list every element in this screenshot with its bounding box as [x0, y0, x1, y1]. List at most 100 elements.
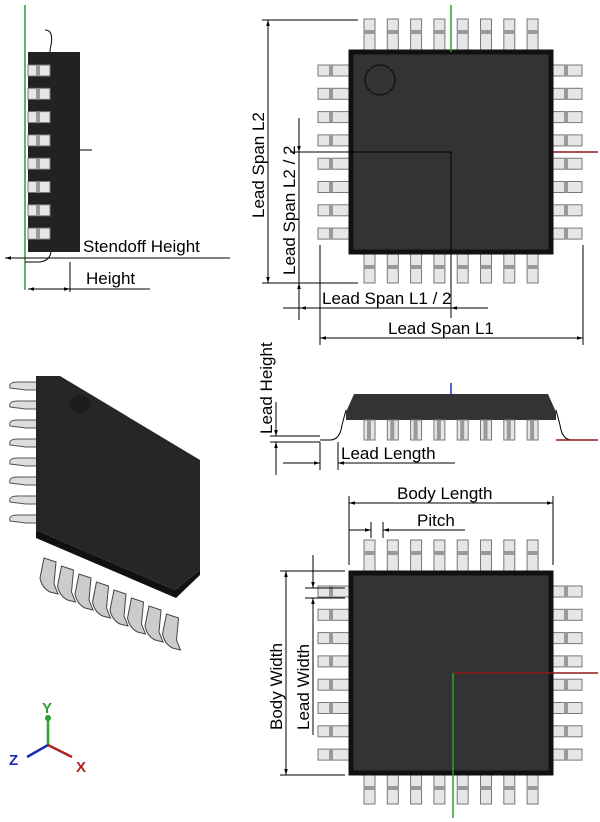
iso-lead-left	[9, 495, 36, 505]
lead-band	[564, 134, 568, 146]
lead-band	[480, 265, 492, 269]
lead-band	[460, 420, 465, 440]
lead-band	[564, 679, 568, 691]
lead-top	[480, 539, 492, 572]
label-lead-span-l1-half: Lead Span L1 / 2	[322, 289, 452, 308]
lead-band	[564, 111, 568, 123]
iso-lead-bottom	[39, 557, 59, 595]
lead-top	[526, 18, 539, 51]
iso-lead-bottom	[56, 565, 77, 603]
iso-lead-left	[9, 419, 36, 429]
lead-left	[317, 748, 350, 761]
axis-label-y: Y	[42, 700, 52, 717]
lead-top	[433, 539, 446, 572]
lead-band	[564, 725, 568, 737]
lead-top	[410, 539, 423, 572]
lead-band	[436, 420, 441, 440]
lead-band	[457, 786, 469, 790]
lead-left	[317, 181, 350, 193]
lead-band	[413, 420, 418, 440]
lead-band	[329, 228, 333, 240]
lead-band	[457, 551, 469, 555]
z-axis-arrow	[26, 743, 49, 759]
lead-band	[36, 181, 40, 193]
lead-band	[480, 551, 492, 555]
lead-band	[329, 111, 333, 123]
lead-band	[387, 265, 399, 269]
lead-band	[480, 786, 492, 790]
lead-band	[410, 30, 422, 34]
lead-band	[503, 551, 515, 555]
label-lead-height: Lead Height	[257, 342, 276, 434]
lead-band	[564, 204, 568, 216]
lead-band	[329, 204, 333, 216]
lead-band	[564, 158, 568, 170]
lead-band	[36, 158, 40, 170]
lead-left	[317, 702, 350, 714]
front-body	[346, 394, 556, 420]
lead-left	[317, 608, 350, 621]
axis-label-x: X	[76, 759, 86, 776]
lead-band	[457, 265, 469, 269]
lead-band	[329, 586, 333, 597]
lead-band	[36, 65, 40, 76]
iso-lead-bottom	[144, 605, 164, 643]
lead-band	[387, 551, 399, 555]
lead-left	[317, 64, 350, 77]
lead-top	[480, 18, 492, 51]
lead-band	[329, 88, 333, 100]
iso-lead-left	[9, 438, 36, 448]
lead-band	[364, 30, 375, 34]
side-body	[28, 52, 80, 252]
iso-lead-left	[9, 400, 36, 410]
lead-left	[317, 204, 350, 217]
lead-band	[329, 609, 333, 621]
iso-lead-left	[9, 514, 36, 524]
lead-left	[317, 134, 350, 147]
lead-band	[564, 609, 568, 621]
lead-band	[564, 65, 568, 76]
lead-top	[386, 18, 399, 51]
lead-band	[329, 158, 333, 170]
label-lead-span-l2-half: Lead Span L2 / 2	[280, 145, 299, 275]
lead-band	[36, 111, 40, 123]
lead-band	[564, 655, 568, 667]
lead-top	[503, 539, 516, 572]
lead-band	[564, 586, 568, 597]
iso-lead-bottom	[109, 589, 129, 627]
lead-band	[36, 228, 40, 240]
iso-lead-bottom	[126, 597, 147, 635]
lead-band	[364, 265, 375, 269]
lead-band	[329, 65, 333, 76]
lead-top	[410, 18, 423, 51]
lead-band	[329, 181, 333, 193]
lead-top	[363, 539, 376, 572]
lead-top	[526, 539, 539, 572]
label-height: Height	[86, 269, 135, 288]
lead-band	[433, 786, 445, 790]
lead-band	[364, 786, 375, 790]
lead-band	[367, 420, 371, 440]
lead-band	[329, 749, 333, 761]
iso-lead-left	[9, 476, 36, 486]
lead-band	[480, 30, 492, 34]
lead-band	[527, 265, 539, 269]
lead-band	[433, 265, 445, 269]
label-lead-span-l1: Lead Span L1	[388, 319, 494, 338]
lead-left	[317, 725, 350, 738]
lead-top	[456, 18, 469, 51]
lead-band	[36, 204, 40, 216]
lead-band	[527, 786, 539, 790]
lead-left	[317, 111, 350, 124]
lead-band	[506, 420, 511, 440]
label-lead-span-l2: Lead Span L2	[249, 112, 268, 218]
label-body-length: Body Length	[397, 484, 492, 503]
lead-band	[564, 632, 568, 644]
label-lead-width: Lead Width	[294, 644, 313, 730]
lead-band	[564, 702, 568, 714]
lead-band	[503, 265, 515, 269]
lead-left	[317, 227, 350, 240]
lead-band	[390, 420, 395, 440]
